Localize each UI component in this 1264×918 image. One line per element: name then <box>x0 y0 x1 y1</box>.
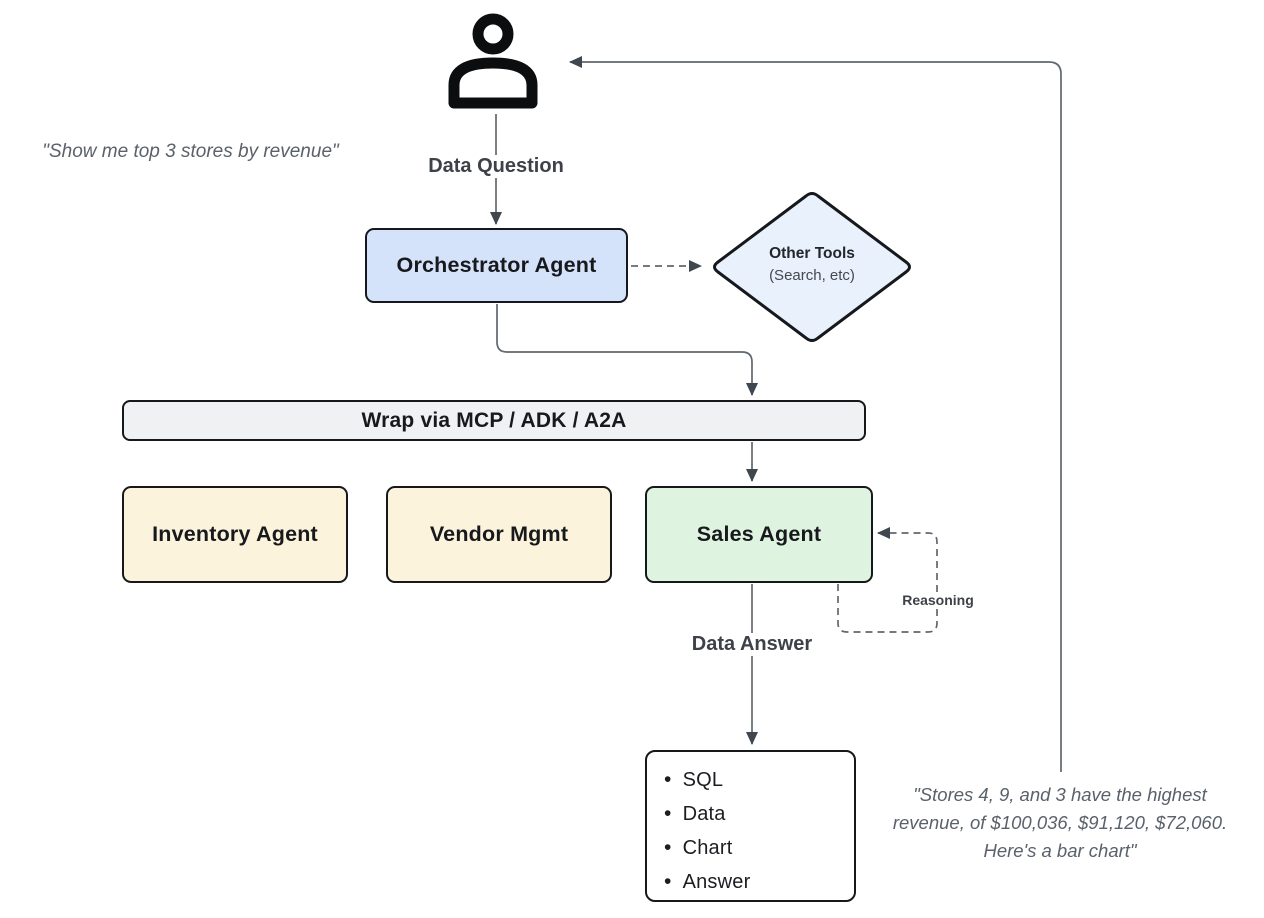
reasoning-label: Reasoning <box>890 592 986 608</box>
output-list-item: Data <box>664 797 854 831</box>
inventory-agent-label: Inventory Agent <box>152 522 318 546</box>
sales-agent-node: Sales Agent <box>645 486 873 583</box>
agent-response-quote: "Stores 4, 9, and 3 have the highest rev… <box>858 781 1262 865</box>
data-question-label: Data Question <box>413 155 579 178</box>
inventory-agent-node: Inventory Agent <box>122 486 348 583</box>
orchestrator-agent-label: Orchestrator Agent <box>396 253 597 277</box>
vendor-mgmt-node: Vendor Mgmt <box>386 486 612 583</box>
output-list-item: Chart <box>664 831 854 865</box>
agent-response-quote-line2: revenue, of $100,036, $91,120, $72,060. <box>892 812 1228 833</box>
other-tools-subtitle: (Search, etc) <box>769 267 855 284</box>
user-request-quote: "Show me top 3 stores by revenue" <box>42 141 339 162</box>
wrap-layer-label: Wrap via MCP / ADK / A2A <box>361 408 627 432</box>
output-list-item: Answer <box>664 865 854 899</box>
other-tools-label: Other Tools (Search, etc) <box>747 243 877 287</box>
vendor-mgmt-label: Vendor Mgmt <box>429 522 569 546</box>
other-tools-diamond <box>713 192 911 342</box>
other-tools-title: Other Tools <box>769 245 855 262</box>
output-list-item: SQL <box>664 763 854 797</box>
output-list: SQL Data Chart Answer <box>664 763 854 899</box>
orchestrator-agent-node: Orchestrator Agent <box>365 228 628 303</box>
agent-response-quote-line1: "Stores 4, 9, and 3 have the highest <box>913 784 1207 805</box>
person-icon <box>448 13 538 109</box>
output-list-node: SQL Data Chart Answer <box>645 750 856 902</box>
wrap-layer-node: Wrap via MCP / ADK / A2A <box>122 400 866 441</box>
data-answer-label: Data Answer <box>668 633 836 656</box>
sales-agent-label: Sales Agent <box>696 522 822 546</box>
edge-orchestrator-to-wrap <box>496 304 758 396</box>
agent-response-quote-line3: Here's a bar chart" <box>983 840 1137 861</box>
edge-answer-to-user <box>569 56 1062 772</box>
